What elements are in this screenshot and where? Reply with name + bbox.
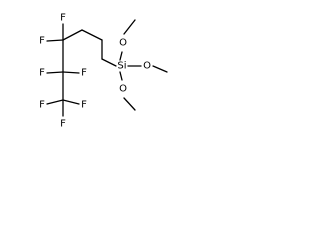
- atom-label-o3: O: [119, 84, 127, 95]
- atom-label-f5: F: [39, 100, 45, 111]
- atom-label-f7: F: [60, 119, 66, 130]
- bond-o3-me3: [123, 97, 136, 111]
- bond-si-o1: [119, 51, 123, 61]
- atom-label-o1: O: [119, 38, 127, 49]
- atom-label-f1: F: [39, 36, 45, 47]
- bond-c3-f1: [46, 39, 64, 42]
- atom-label-f4: F: [81, 68, 87, 79]
- atom-labels: F F F F F F F Si O O O: [39, 13, 151, 130]
- atom-label-o2: O: [143, 61, 151, 72]
- bond-ch2-si: [101, 58, 117, 67]
- bond-si-o3: [119, 71, 123, 81]
- bond-c4-f4: [62, 71, 80, 74]
- atom-label-si: Si: [117, 61, 126, 72]
- atom-label-f2: F: [60, 13, 66, 24]
- bond-c5-f5: [46, 99, 64, 105]
- bond-c3-c2: [62, 29, 83, 41]
- bond-o1-me1: [123, 19, 136, 35]
- bond-c5-f6: [62, 99, 80, 105]
- bond-c4-f3: [46, 71, 64, 74]
- bond-o2-me2: [152, 65, 168, 73]
- atom-label-f3: F: [39, 68, 45, 79]
- bond-lines: [46, 19, 168, 117]
- atom-label-f6: F: [81, 100, 87, 111]
- structure-diagram: F F F F F F F Si O O O: [39, 13, 168, 130]
- bond-c2-c1: [81, 29, 103, 41]
